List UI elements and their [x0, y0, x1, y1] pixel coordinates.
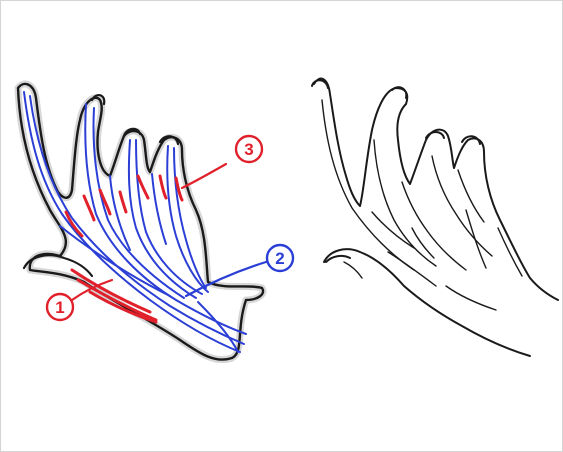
- circled-number-icon: [234, 134, 264, 164]
- finger-tip-2: [90, 94, 106, 106]
- label-one: 1: [55, 298, 64, 317]
- label-marker-1: 1: [45, 292, 75, 322]
- red-muscle-accents: [64, 174, 184, 324]
- label-three: 3: [244, 140, 253, 159]
- right-tip-2: [391, 86, 408, 99]
- right-tip-1: [311, 79, 329, 89]
- right-thumb: [323, 248, 531, 357]
- label-two: 2: [275, 249, 284, 268]
- right-thumb-nail: [325, 254, 351, 263]
- right-hand-outline: [313, 77, 559, 301]
- right-interior-lines: [321, 99, 523, 311]
- pointer-line-2: [184, 260, 268, 298]
- finger-tip-4: [158, 135, 180, 146]
- line-drawing-hand: [311, 77, 559, 357]
- annotated-hand: [14, 80, 268, 363]
- circled-number-icon: [45, 292, 75, 322]
- finger-tip-3: [122, 127, 142, 138]
- label-marker-3: 3: [234, 134, 264, 164]
- right-tip-3: [425, 131, 445, 139]
- circled-number-icon: [265, 243, 295, 273]
- thumb-outline: [22, 254, 94, 278]
- blue-tendons: [23, 91, 247, 353]
- right-tip-4: [461, 135, 481, 145]
- pointer-line-1: [70, 278, 114, 302]
- label-marker-2: 2: [265, 243, 295, 273]
- left-hand-outline: [16, 82, 265, 361]
- pointer-line-3: [180, 162, 228, 190]
